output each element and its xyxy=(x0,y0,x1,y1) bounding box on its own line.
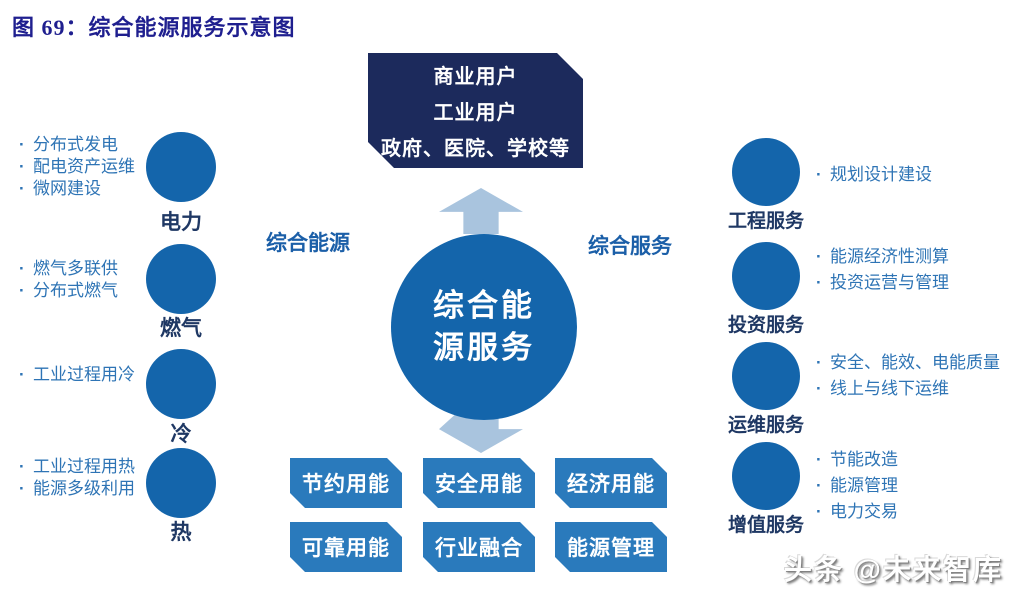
watermark: 头条 @未来智库 xyxy=(783,554,1003,585)
flow-label-integrated-energy: 综合能源 xyxy=(266,232,350,255)
reliable-energy-box: 可靠用能 xyxy=(290,522,402,572)
center-circle: 综合能 源服务 xyxy=(391,234,577,420)
cooling-bullet-list: 工业过程用冷 xyxy=(18,364,135,386)
list-item: 电力交易 xyxy=(815,499,898,525)
list-item: 安全、能效、电能质量 xyxy=(815,350,1000,376)
arrow-up-icon xyxy=(439,188,523,234)
value-added-service-bullet-list: 节能改造 能源管理 电力交易 xyxy=(815,447,898,525)
cooling-label: 冷 xyxy=(170,423,192,446)
users-box-line-industrial: 工业用户 xyxy=(433,102,518,124)
list-item: 工业过程用热 xyxy=(18,456,135,478)
users-box: 商业用户 工业用户 政府、医院、学校等 xyxy=(368,53,583,168)
list-item: 微网建设 xyxy=(18,178,135,200)
list-item: 能源经济性测算 xyxy=(815,244,949,270)
engineering-service-circle xyxy=(732,138,800,206)
figure-title: 图 69：综合能源服务示意图 xyxy=(12,15,296,40)
investment-service-label: 投资服务 xyxy=(727,315,804,336)
list-item: 配电资产运维 xyxy=(18,156,135,178)
heat-label: 热 xyxy=(170,521,192,544)
list-item: 分布式燃气 xyxy=(18,280,118,302)
energy-saving-box: 节约用能 xyxy=(290,458,402,508)
list-item: 线上与线下运维 xyxy=(815,376,1000,402)
list-item: 分布式发电 xyxy=(18,134,135,156)
safe-energy-box: 安全用能 xyxy=(423,458,535,508)
engineering-service-label: 工程服务 xyxy=(727,211,804,232)
heat-bullet-list: 工业过程用热 能源多级利用 xyxy=(18,456,135,500)
investment-service-circle xyxy=(732,242,800,310)
safe-energy-box-label: 安全用能 xyxy=(435,473,523,496)
reliable-energy-box-label: 可靠用能 xyxy=(302,537,390,560)
heat-circle xyxy=(146,448,216,518)
energy-management-box: 能源管理 xyxy=(555,522,667,572)
list-item: 能源多级利用 xyxy=(18,478,135,500)
gas-circle xyxy=(146,244,216,314)
users-box-line-government: 政府、医院、学校等 xyxy=(381,138,570,160)
operation-service-circle xyxy=(732,342,800,410)
value-added-service-circle xyxy=(732,442,800,510)
operation-service-label: 运维服务 xyxy=(727,415,804,436)
flow-label-integrated-service: 综合服务 xyxy=(588,235,672,258)
electricity-label: 电力 xyxy=(160,211,202,234)
engineering-service-bullet-list: 规划设计建设 xyxy=(815,162,932,188)
energy-management-box-label: 能源管理 xyxy=(567,537,655,560)
investment-service-bullet-list: 能源经济性测算 投资运营与管理 xyxy=(815,244,949,296)
list-item: 燃气多联供 xyxy=(18,258,118,280)
users-box-line-commercial: 商业用户 xyxy=(433,66,518,88)
electricity-circle xyxy=(146,132,216,202)
economic-energy-box: 经济用能 xyxy=(555,458,667,508)
industry-integration-box-label: 行业融合 xyxy=(435,537,523,560)
economic-energy-box-label: 经济用能 xyxy=(567,473,655,496)
center-circle-text-line1: 综合能 xyxy=(433,288,535,323)
center-circle-text-line2: 源服务 xyxy=(433,330,535,365)
industry-integration-box: 行业融合 xyxy=(423,522,535,572)
list-item: 规划设计建设 xyxy=(815,162,932,188)
operation-service-bullet-list: 安全、能效、电能质量 线上与线下运维 xyxy=(815,350,1000,402)
cooling-circle xyxy=(146,349,216,419)
value-added-service-label: 增值服务 xyxy=(727,515,804,536)
energy-saving-box-label: 节约用能 xyxy=(302,473,390,496)
list-item: 工业过程用冷 xyxy=(18,364,135,386)
list-item: 节能改造 xyxy=(815,447,898,473)
gas-bullet-list: 燃气多联供 分布式燃气 xyxy=(18,258,118,302)
list-item: 能源管理 xyxy=(815,473,898,499)
electricity-bullet-list: 分布式发电 配电资产运维 微网建设 xyxy=(18,134,135,200)
list-item: 投资运营与管理 xyxy=(815,270,949,296)
gas-label: 燃气 xyxy=(160,317,202,340)
